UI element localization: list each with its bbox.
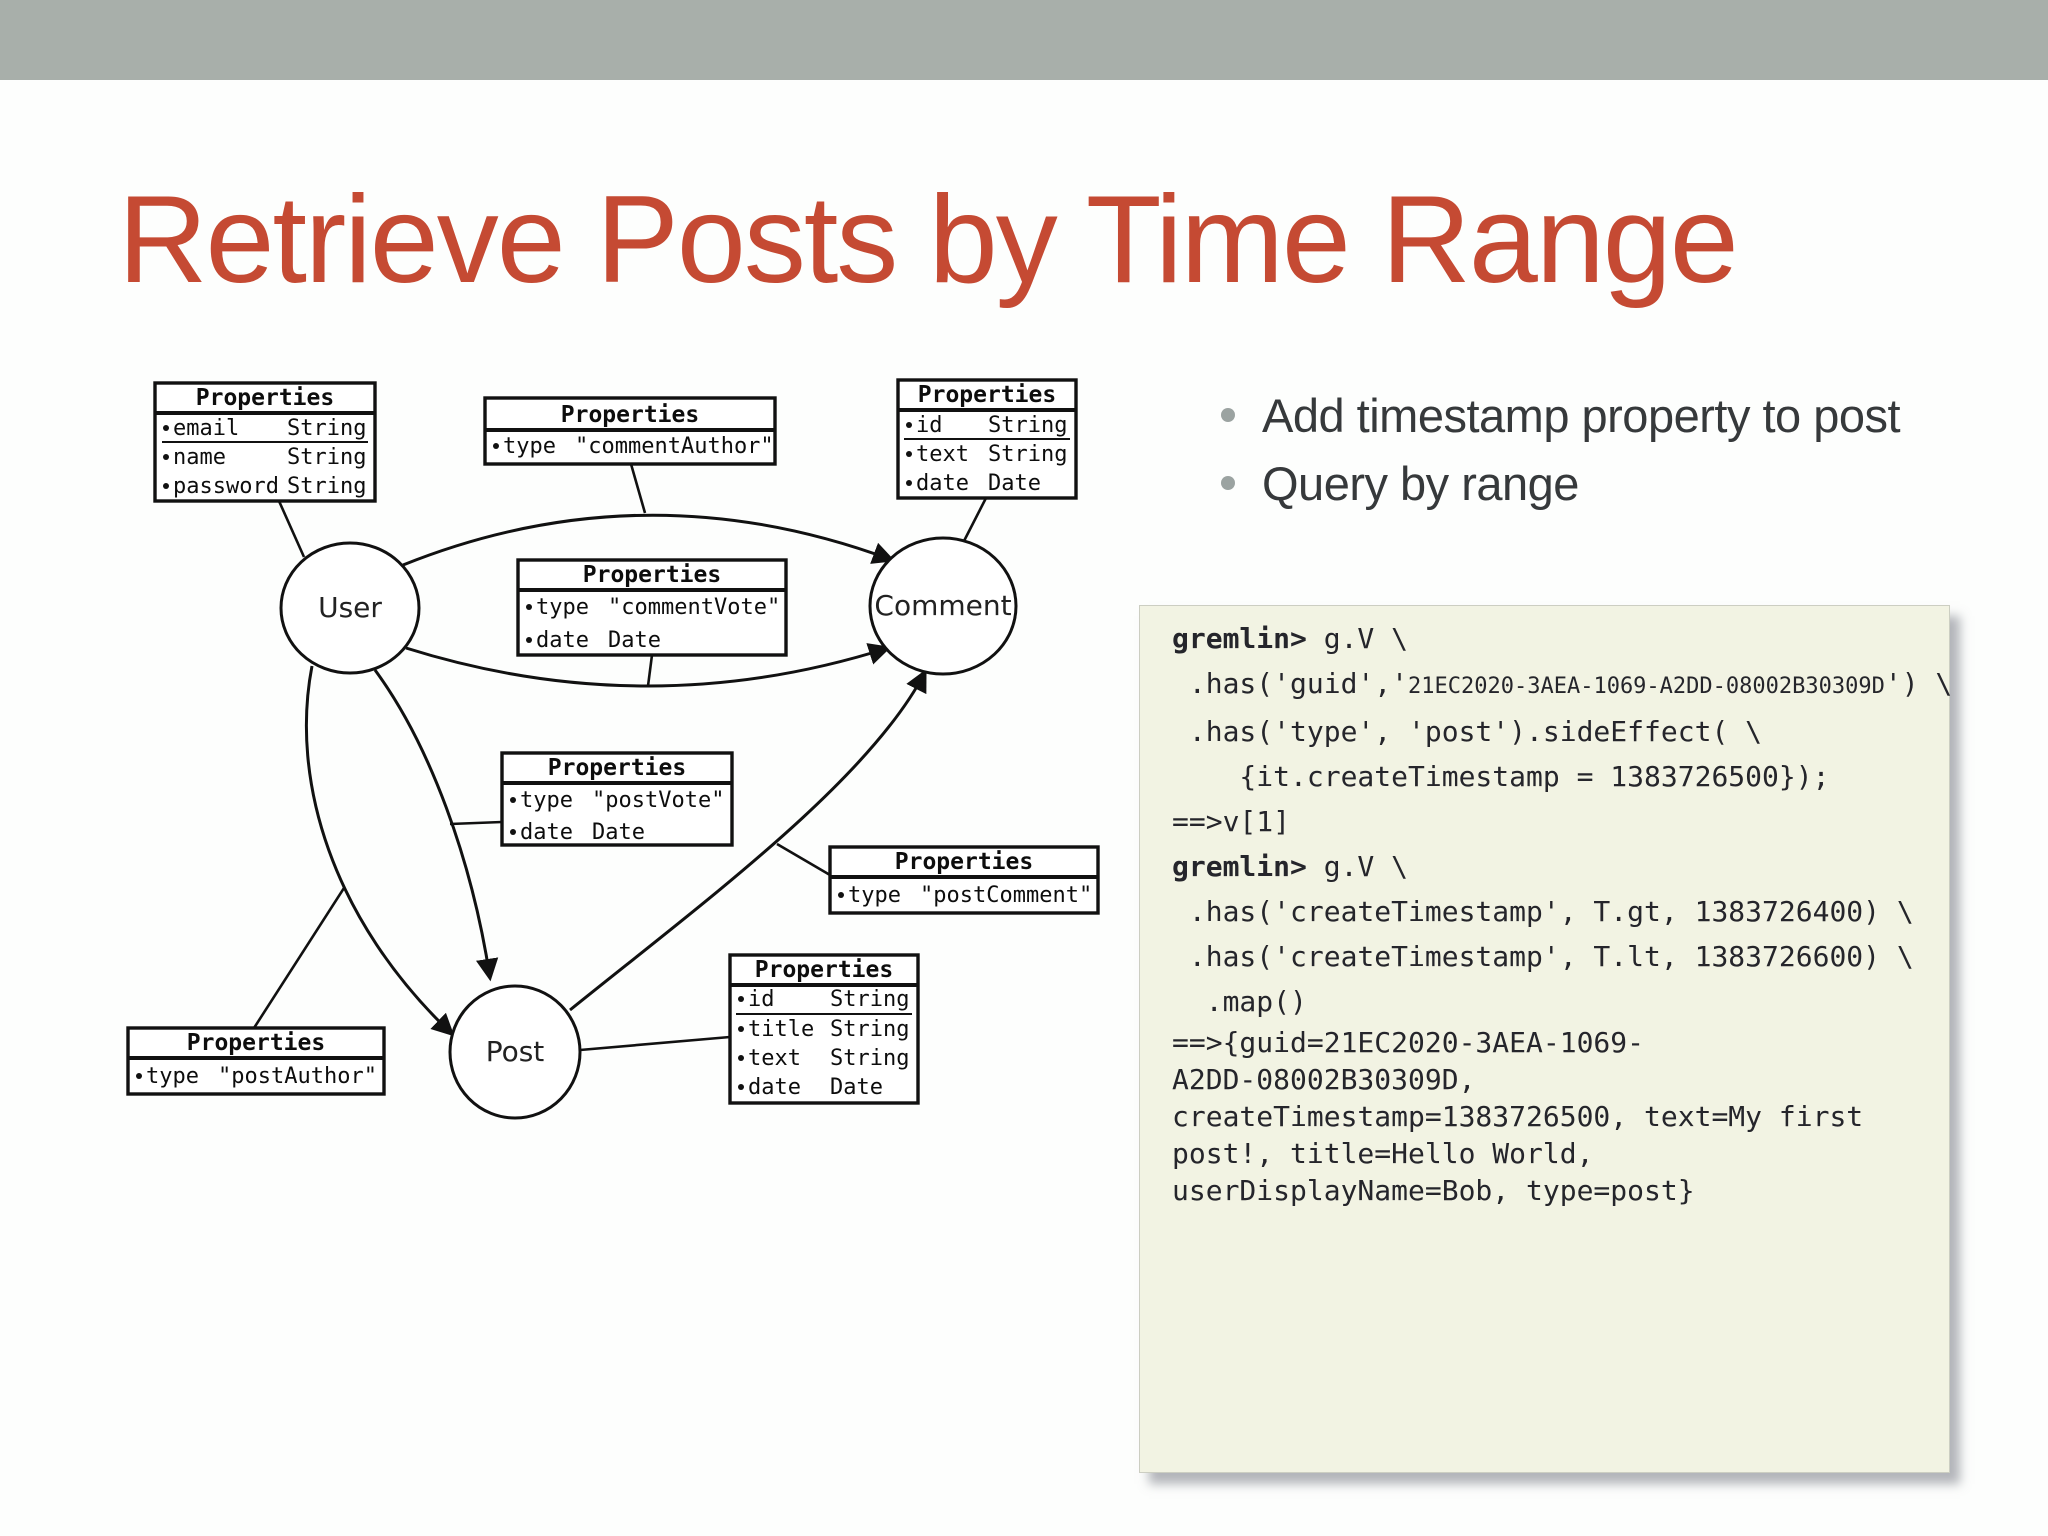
node-user-label: User <box>318 591 382 624</box>
connector-postcomment <box>776 842 831 877</box>
table-post-comment: Properties type "postComment" <box>828 845 1100 915</box>
code-line: gremlin> g.V \ <box>1172 622 1409 655</box>
cell-type: "commentAuthor" <box>575 434 774 459</box>
table-header: Properties <box>895 849 1033 875</box>
code-line: .has('guid','21EC2020-3AEA-1069-A2DD-080… <box>1172 667 1953 700</box>
connector-postvote <box>449 820 503 826</box>
table-header: Properties <box>561 402 699 428</box>
cell-type: "postAuthor" <box>218 1064 377 1089</box>
cell-name: date <box>536 628 589 653</box>
cell-name: title <box>748 1017 814 1042</box>
connector-commentprops <box>962 497 988 542</box>
edge-user-post-author <box>304 665 455 1037</box>
edge-user-comment-author <box>402 513 896 567</box>
code-line: A2DD-08002B30309D, <box>1172 1063 1476 1096</box>
cell-type: "postVote" <box>592 788 724 813</box>
cell-type: "postComment" <box>920 883 1092 908</box>
cell-name: type <box>503 434 556 459</box>
cell-name: type <box>536 595 589 620</box>
cell-type: Date <box>592 820 645 845</box>
code-line: userDisplayName=Bob, type=post} <box>1172 1174 1695 1207</box>
table-comment-vote: Properties type "commentVote" date Date <box>516 558 788 657</box>
edge-user-post-vote <box>373 669 499 982</box>
cell-name: type <box>146 1064 199 1089</box>
gremlin-code-panel: gremlin> g.V \ .has('guid','21EC2020-3AE… <box>1139 605 1953 1473</box>
bullet-dot-icon <box>1221 408 1235 422</box>
code-line: .has('createTimestamp', T.lt, 1383726600… <box>1172 940 1914 973</box>
cell-name: text <box>916 442 969 467</box>
bullet-list: Add timestamp property to post Query by … <box>1221 381 1981 517</box>
cell-type: String <box>830 1046 909 1071</box>
code-line: post!, title=Hello World, <box>1172 1137 1594 1170</box>
bullet-text: Add timestamp property to post <box>1262 388 1901 442</box>
bullet-item: Add timestamp property to post <box>1221 381 1981 449</box>
slide-top-bar <box>0 0 2048 80</box>
cell-type: Date <box>988 471 1041 496</box>
code-line: ==>{guid=21EC2020-3AEA-1069- <box>1172 1026 1645 1059</box>
code-line: gremlin> g.V \ <box>1172 850 1409 883</box>
table-header: Properties <box>755 957 893 983</box>
node-post: Post <box>448 984 582 1120</box>
cell-name: date <box>520 820 573 845</box>
table-header: Properties <box>196 385 334 411</box>
code-line: .has('createTimestamp', T.gt, 1383726400… <box>1172 895 1914 928</box>
table-comment-author: Properties type "commentAuthor" <box>483 396 777 466</box>
table-comment-properties: Properties id String text String date Da… <box>896 378 1078 500</box>
bullet-dot-icon <box>1221 476 1235 490</box>
cell-name: text <box>748 1046 801 1071</box>
connector-commentvote <box>646 654 654 687</box>
cell-name: email <box>173 416 239 441</box>
cell-type: String <box>287 474 366 499</box>
code-line: ==>v[1] <box>1172 805 1291 838</box>
table-header: Properties <box>548 755 686 781</box>
cell-type: String <box>287 445 366 470</box>
table-header: Properties <box>187 1030 325 1056</box>
code-line: .map() <box>1172 985 1307 1018</box>
bullet-item: Query by range <box>1221 449 1981 517</box>
cell-type: String <box>988 442 1067 467</box>
table-post-vote: Properties type "postVote" date Date <box>500 751 734 847</box>
node-user: User <box>279 541 421 675</box>
table-header: Properties <box>583 562 721 588</box>
cell-type: "commentVote" <box>608 595 780 620</box>
cell-name: name <box>173 445 226 470</box>
table-user-properties: Properties email String name String pass… <box>153 381 377 503</box>
cell-name: id <box>748 987 775 1012</box>
cell-name: password <box>173 474 279 499</box>
table-post-properties: Properties id String title String text S… <box>728 953 920 1105</box>
cell-name: type <box>848 883 901 908</box>
code-line: {it.createTimestamp = 1383726500}); <box>1172 760 1830 793</box>
bullet-text: Query by range <box>1262 456 1579 510</box>
connector-postauthor <box>252 887 346 1029</box>
cell-type: Date <box>830 1075 883 1100</box>
connector-userprops <box>277 500 306 558</box>
cell-name: id <box>916 413 943 438</box>
code-line: createTimestamp=1383726500, text=My firs… <box>1172 1100 1864 1133</box>
node-comment-label: Comment <box>874 589 1011 622</box>
cell-name: date <box>916 471 969 496</box>
edge-post-comment <box>569 668 927 1012</box>
cell-type: String <box>830 1017 909 1042</box>
cell-type: Date <box>608 628 661 653</box>
node-post-label: Post <box>486 1035 545 1068</box>
cell-type: String <box>287 416 366 441</box>
code-line: .has('type', 'post').sideEffect( \ <box>1172 715 1763 748</box>
cell-type: String <box>988 413 1067 438</box>
table-post-author: Properties type "postAuthor" <box>126 1026 386 1096</box>
cell-type: String <box>830 987 909 1012</box>
node-comment: Comment <box>868 536 1018 676</box>
graph-schema-diagram: User Comment Post Properties email Strin… <box>126 378 1100 1120</box>
table-header: Properties <box>918 382 1056 408</box>
connector-commentauthor <box>629 463 647 514</box>
connector-postprops <box>579 1035 731 1052</box>
cell-name: type <box>520 788 573 813</box>
cell-name: date <box>748 1075 801 1100</box>
page-title: Retrieve Posts by Time Range <box>118 171 1739 309</box>
